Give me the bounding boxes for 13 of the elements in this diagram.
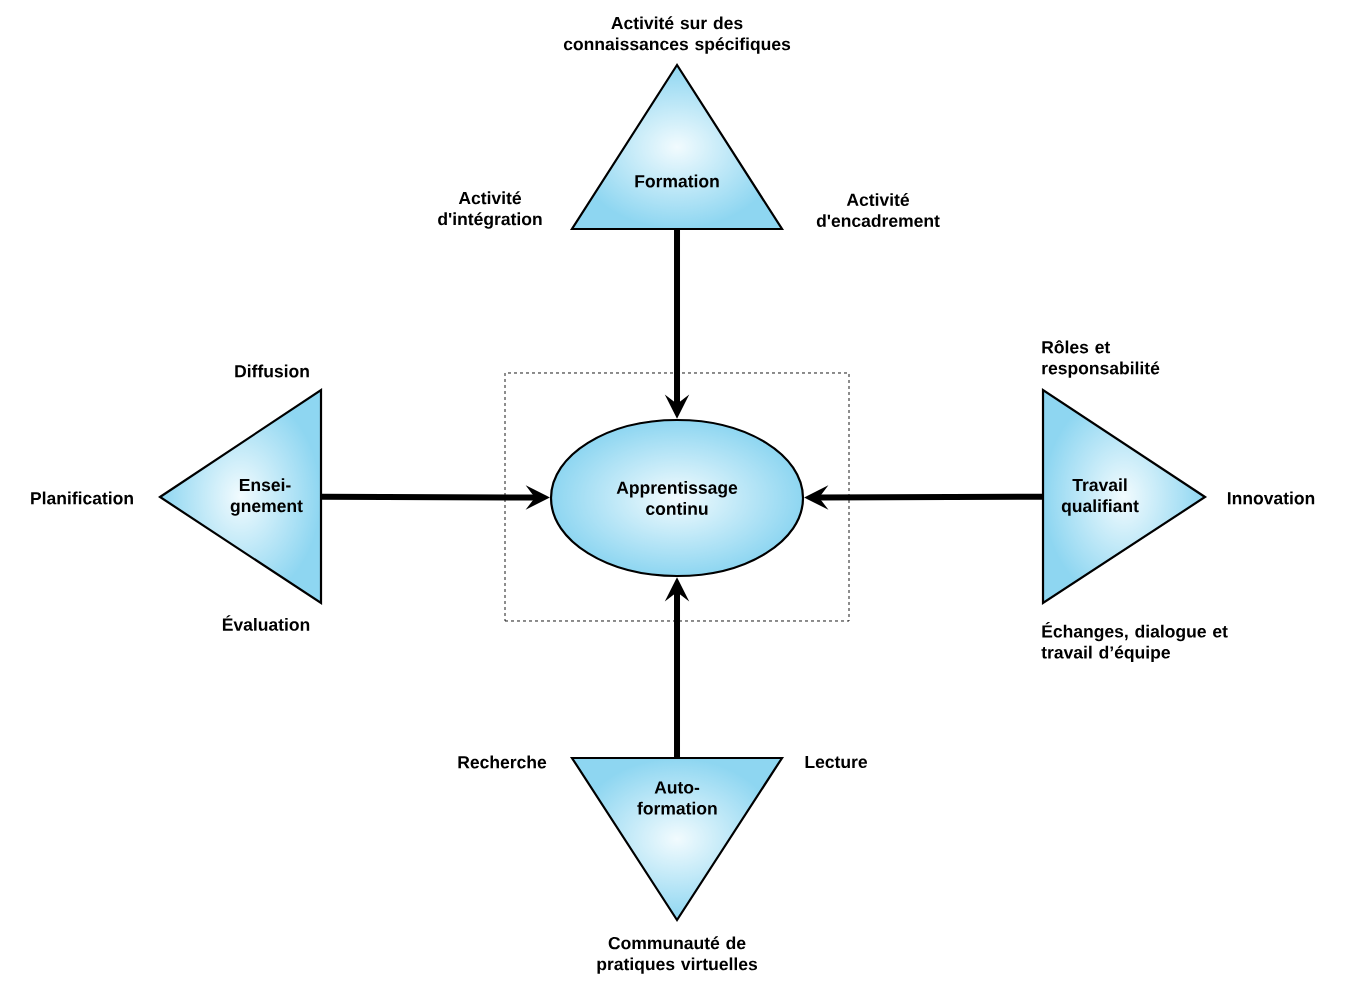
side-label: Activité d'intégration — [438, 191, 542, 229]
side-label: Échanges, dialogue et travail d’équipe — [1041, 621, 1228, 663]
side-label: Planification — [31, 491, 133, 505]
side-label: Diffusion — [235, 364, 309, 378]
side-label: Activité sur des connaissances spécifiques — [563, 16, 791, 54]
side-label: Innovation — [1227, 491, 1315, 505]
side-label: Recherche — [458, 755, 547, 769]
side-label: Lecture — [805, 755, 868, 769]
side-label: Évaluation — [222, 615, 310, 631]
side-label: Communauté de pratiques virtuelles — [597, 936, 757, 974]
dashed-frame — [504, 372, 850, 622]
side-label: Rôles et responsabilité — [1042, 340, 1160, 378]
side-label: Activité d'encadrement — [816, 193, 940, 227]
